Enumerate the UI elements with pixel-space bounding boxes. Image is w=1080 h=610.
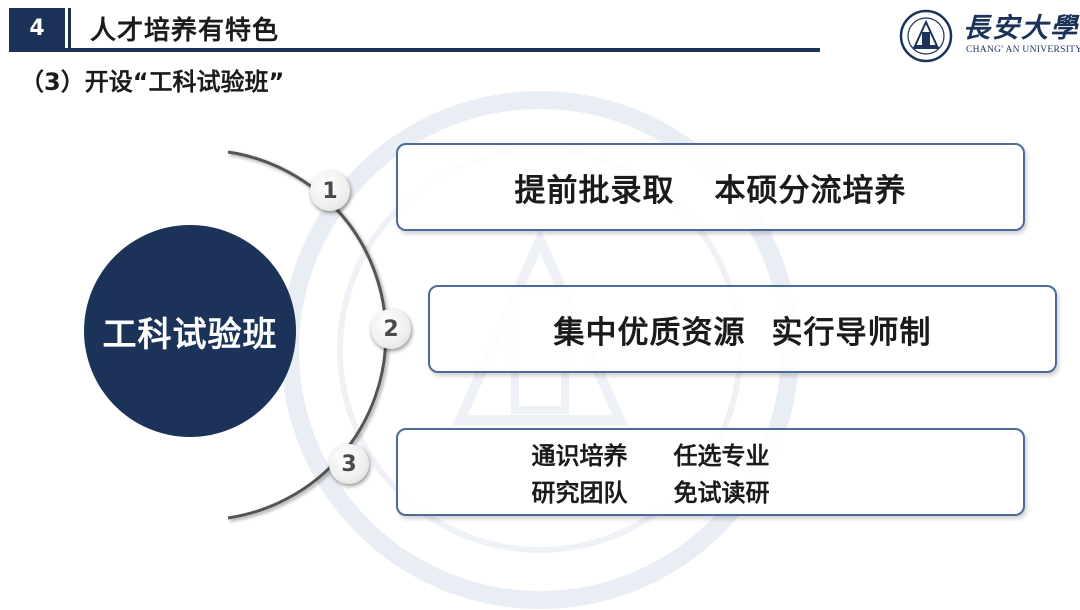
university-seal-icon [899, 9, 953, 63]
step-number-3: 3 [329, 444, 369, 484]
university-name-cn: 長安大學 [963, 13, 1079, 44]
page-title: 人才培养有特色 [90, 16, 280, 46]
feature-text: 研究团队 [531, 479, 628, 507]
step-number-1: 1 [310, 171, 350, 211]
feature-text: 提前批录取 [514, 172, 675, 209]
section-subtitle: （3）开设“工科试验班” [20, 68, 285, 96]
feature-card-3: 通识培养 任选专业 研究团队 免试读研 [396, 428, 1025, 516]
center-topic-label: 工科试验班 [102, 314, 278, 355]
feature-text: 任选专业 [673, 442, 770, 470]
feature-card-2: 集中优质资源 实行导师制 [428, 285, 1057, 373]
center-topic-circle: 工科试验班 [84, 225, 296, 437]
step-number-2: 2 [371, 309, 411, 349]
feature-text: 免试读研 [673, 479, 770, 507]
university-name-en: CHANG' AN UNIVERSITY [966, 45, 1080, 55]
feature-card-1: 提前批录取 本硕分流培养 [396, 143, 1025, 231]
feature-text: 通识培养 [531, 442, 628, 470]
feature-text: 集中优质资源 [553, 314, 746, 351]
feature-text: 实行导师制 [771, 314, 932, 351]
section-number-badge: 4 [9, 8, 71, 48]
feature-text: 本硕分流培养 [714, 172, 907, 209]
header-divider [9, 48, 820, 52]
